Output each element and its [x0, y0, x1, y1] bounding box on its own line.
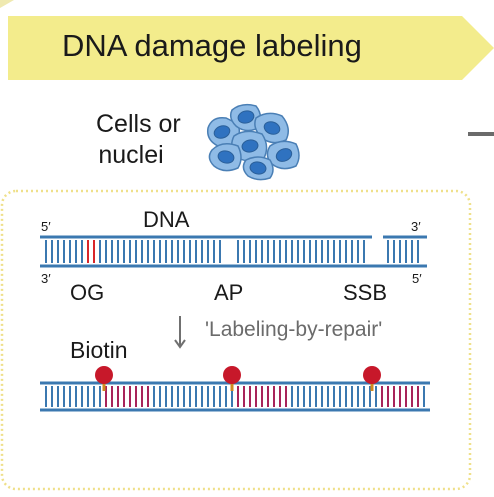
labeled-dna-duplex — [40, 366, 430, 412]
dna-label: DNA — [143, 207, 190, 232]
end-label-top-right: 3′ — [411, 219, 421, 234]
site-label-ap: AP — [214, 280, 244, 305]
biotin-label: Biotin — [70, 337, 128, 363]
side-dash — [468, 132, 494, 136]
site-label-og: OG — [70, 280, 105, 305]
repair-panel-border — [0, 189, 472, 491]
end-label-bottom-left: 3′ — [41, 271, 51, 286]
cells-icon — [206, 103, 300, 181]
end-label-bottom-right: 5′ — [412, 271, 422, 286]
banner-title: DNA damage labeling — [62, 28, 362, 63]
biotin-marker — [223, 366, 241, 384]
end-label-top-left: 5′ — [41, 219, 51, 234]
step-label: 'Labeling-by-repair' — [205, 318, 383, 341]
biotin-marker — [95, 366, 113, 384]
cells-label: Cells or nuclei — [96, 109, 181, 171]
corner-accent — [0, 0, 14, 8]
cells-label-line2: nuclei — [98, 141, 164, 169]
cells-label-line1: Cells or — [96, 110, 181, 138]
biotin-marker — [363, 366, 381, 384]
site-label-ssb: SSB — [343, 280, 388, 305]
title-banner — [8, 16, 494, 80]
damaged-dna-duplex — [40, 235, 427, 268]
down-arrow-icon — [174, 316, 186, 349]
